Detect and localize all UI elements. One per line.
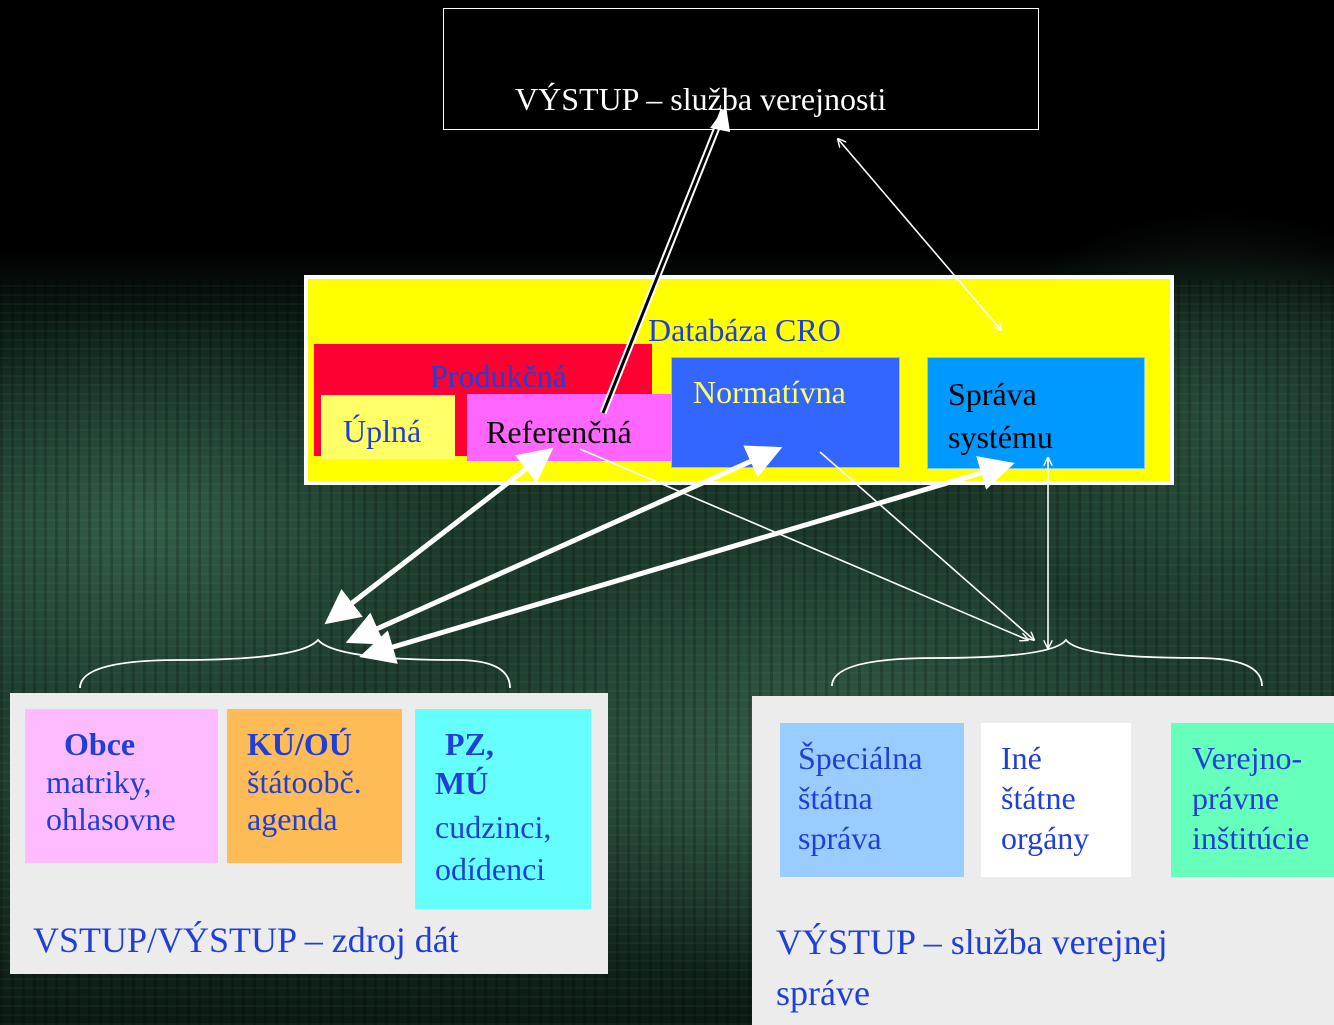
other-organs-line3: orgány <box>1001 820 1090 856</box>
other-organs-line2: štátne <box>1001 780 1076 816</box>
other-organs-box: Iné štátne orgány <box>981 723 1131 877</box>
system-admin-label-line2: systému <box>948 419 1053 455</box>
reference-label: Referenčná <box>486 414 632 450</box>
source-pz-box: PZ, MÚ cudzinci, odídenci <box>415 709 591 909</box>
system-admin-label-line1: Správa <box>948 376 1037 412</box>
admin-outputs-caption-line2: správe <box>776 973 870 1013</box>
admin-outputs-caption-line1: VÝSTUP – služba verejnej <box>776 922 1168 962</box>
special-admin-line2: štátna <box>798 780 873 816</box>
source-pz-line2: odídenci <box>435 851 546 887</box>
source-obce-line2: ohlasovne <box>46 801 176 837</box>
source-pz-line1: cudzinci, <box>435 809 552 845</box>
special-admin-box: Špeciálna štátna správa <box>780 723 964 877</box>
sources-caption: VSTUP/VÝSTUP – zdroj dát <box>33 920 459 960</box>
normative-label: Normatívna <box>693 374 846 410</box>
source-ku-line2: agenda <box>247 801 338 837</box>
complete-box: Úplná <box>321 395 455 459</box>
output-public-box: VÝSTUP – služba verejnosti <box>443 8 1039 130</box>
public-law-line2: právne <box>1192 780 1280 816</box>
special-admin-line1: Špeciálna <box>798 740 923 776</box>
source-pz-title-line2: MÚ <box>435 765 489 801</box>
source-pz-title-line1: PZ, <box>445 726 494 762</box>
special-admin-line3: správa <box>798 820 882 856</box>
source-ku-box: KÚ/OÚ štátoobč. agenda <box>227 709 402 863</box>
other-organs-line1: Iné <box>1001 740 1042 776</box>
source-ku-line1: štátoobč. <box>247 764 362 800</box>
normative-box: Normatívna <box>671 357 900 468</box>
reference-box: Referenčná <box>467 394 674 461</box>
productive-label: Produkčná <box>430 358 567 394</box>
public-law-line3: inštitúcie <box>1192 820 1310 856</box>
source-obce-line1: matriky, <box>46 764 152 800</box>
database-title: Databáza CRO <box>648 312 841 348</box>
source-obce-box: Obce matriky, ohlasovne <box>25 709 218 863</box>
output-public-label: VÝSTUP – služba verejnosti <box>515 81 887 117</box>
system-admin-box: Správa systému <box>927 357 1145 469</box>
public-law-box: Verejno- právne inštitúcie <box>1171 723 1334 877</box>
complete-label: Úplná <box>343 413 422 449</box>
source-ku-title: KÚ/OÚ <box>247 726 352 762</box>
public-law-line1: Verejno- <box>1192 740 1303 776</box>
source-obce-title: Obce <box>64 726 136 762</box>
